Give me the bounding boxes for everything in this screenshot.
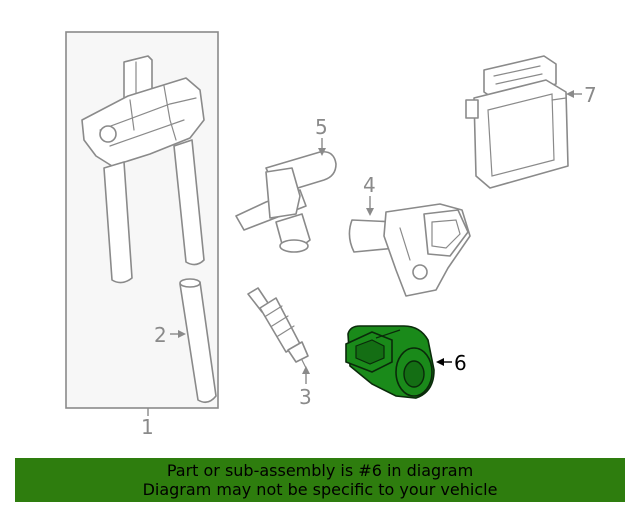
callout-3: 3 [299, 366, 312, 409]
callout-number-2: 2 [154, 323, 167, 347]
banner-line-part: Part or sub-assembly is #6 in diagram [166, 461, 474, 480]
banner-line-disclaimer: Diagram may not be specific to your vehi… [142, 480, 498, 499]
spark-plug-illustration[interactable] [247, 287, 309, 369]
callout-number-4: 4 [363, 173, 376, 197]
control-module-illustration[interactable] [465, 55, 569, 189]
callout-number-3: 3 [299, 385, 312, 409]
callout-7: 7 [566, 83, 597, 107]
callout-5: 5 [315, 115, 328, 156]
callout-4: 4 [363, 173, 376, 216]
callout-2: 2 [154, 323, 186, 347]
coil-boot-illustration[interactable] [179, 278, 217, 404]
callout-number-6: 6 [454, 351, 467, 375]
knock-sensor-illustration[interactable] [345, 325, 435, 399]
callout-number-5: 5 [315, 115, 328, 139]
camshaft-sensor-illustration[interactable] [348, 203, 471, 297]
part-info-banner: Part or sub-assembly is #6 in diagram Di… [15, 458, 625, 502]
callout-number-1: 1 [141, 415, 154, 439]
ignition-coil-illustration[interactable] [81, 55, 205, 284]
callout-number-7: 7 [584, 83, 597, 107]
callout-6: 6 [436, 351, 467, 375]
callout-1: 1 [141, 408, 154, 439]
crankshaft-sensor-illustration[interactable] [235, 150, 337, 253]
